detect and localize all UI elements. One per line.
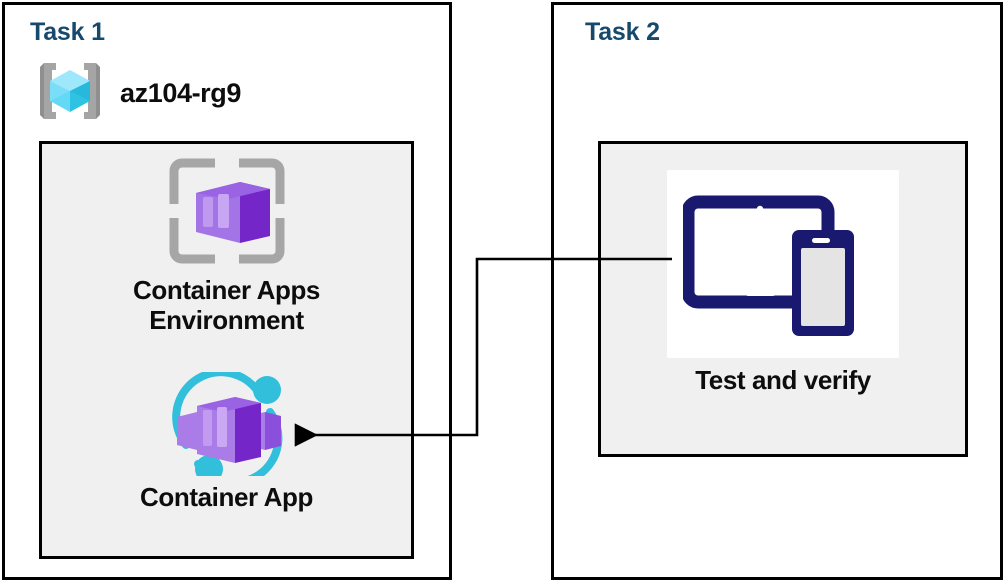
container-apps-environment-icon (166, 155, 288, 272)
resource-group-icon (34, 58, 106, 129)
task-2-title: Task 2 (585, 18, 660, 46)
resource-group-label: az104-rg9 (120, 78, 241, 108)
container-app-node: Container App (39, 368, 414, 513)
container-apps-environment-node: Container Apps Environment (39, 155, 414, 335)
container-apps-environment-label: Container Apps Environment (132, 275, 320, 335)
container-app-label: Container App (140, 482, 313, 512)
container-app-icon (163, 368, 291, 487)
test-and-verify-node: Test and verify (598, 170, 968, 396)
test-and-verify-icon (667, 170, 899, 358)
task-1-title: Task 1 (30, 18, 105, 46)
resource-group-row: az104-rg9 (34, 58, 241, 129)
test-and-verify-label: Test and verify (695, 365, 871, 395)
